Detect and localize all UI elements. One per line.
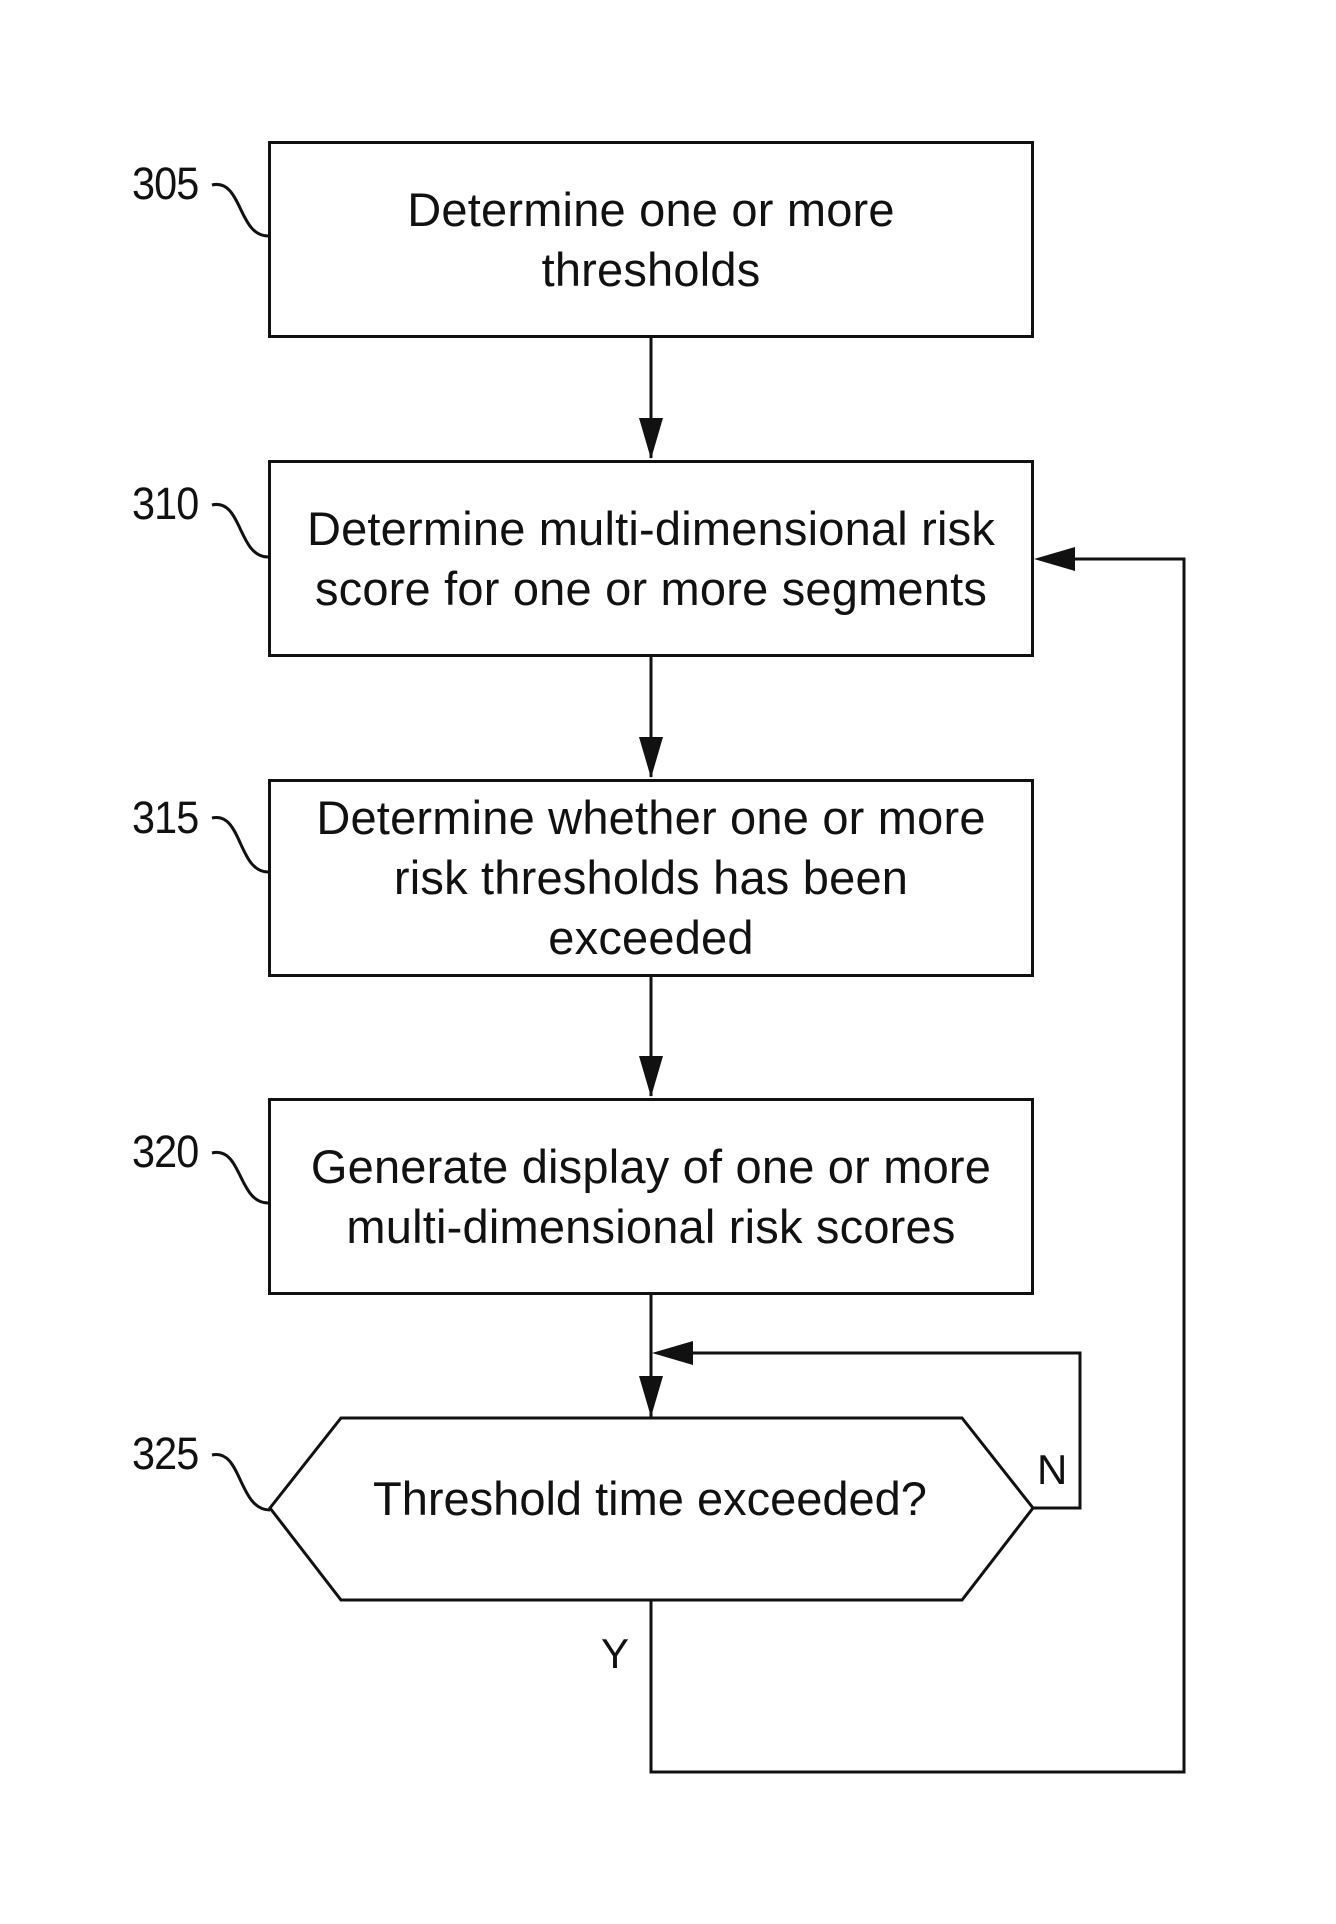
step-315-box: Determine whether one or more risk thres… [268,779,1034,977]
step-320-line-2: multi-dimensional risk scores [346,1197,955,1257]
step-310-line-1: Determine multi-dimensional risk [307,499,995,559]
leader-315 [212,817,268,872]
step-315-line-3: exceeded [548,908,753,968]
step-320-box: Generate display of one or more multi-di… [268,1098,1034,1295]
no-branch-arrowhead [652,1341,693,1365]
yes-branch-label: Y [601,1630,629,1678]
leader-305 [212,184,268,236]
step-305-line-2: thresholds [542,240,761,300]
decision-325-text: Threshold time exceeded? [270,1405,1030,1591]
no-branch-label: N [1037,1446,1067,1494]
step-305-box: Determine one or more thresholds [268,141,1034,338]
step-320-line-1: Generate display of one or more [311,1137,991,1197]
arrowhead-305-to-310 [639,418,663,459]
ref-305: 305 [132,158,198,210]
leader-310 [212,504,268,557]
ref-315: 315 [132,792,198,844]
step-310-line-2: score for one or more segments [315,559,987,619]
ref-320: 320 [132,1126,198,1178]
leader-325 [212,1454,270,1510]
arrowhead-315-to-320 [639,1056,663,1097]
ref-310: 310 [132,478,198,530]
leader-320 [212,1152,268,1203]
arrowhead-310-to-315 [639,737,663,778]
step-305-line-1: Determine one or more [407,180,894,240]
ref-325: 325 [132,1428,198,1480]
yes-branch-arrowhead [1034,547,1075,571]
step-315-line-2: risk thresholds has been [394,848,908,908]
step-310-box: Determine multi-dimensional risk score f… [268,460,1034,657]
step-315-line-1: Determine whether one or more [316,788,985,848]
